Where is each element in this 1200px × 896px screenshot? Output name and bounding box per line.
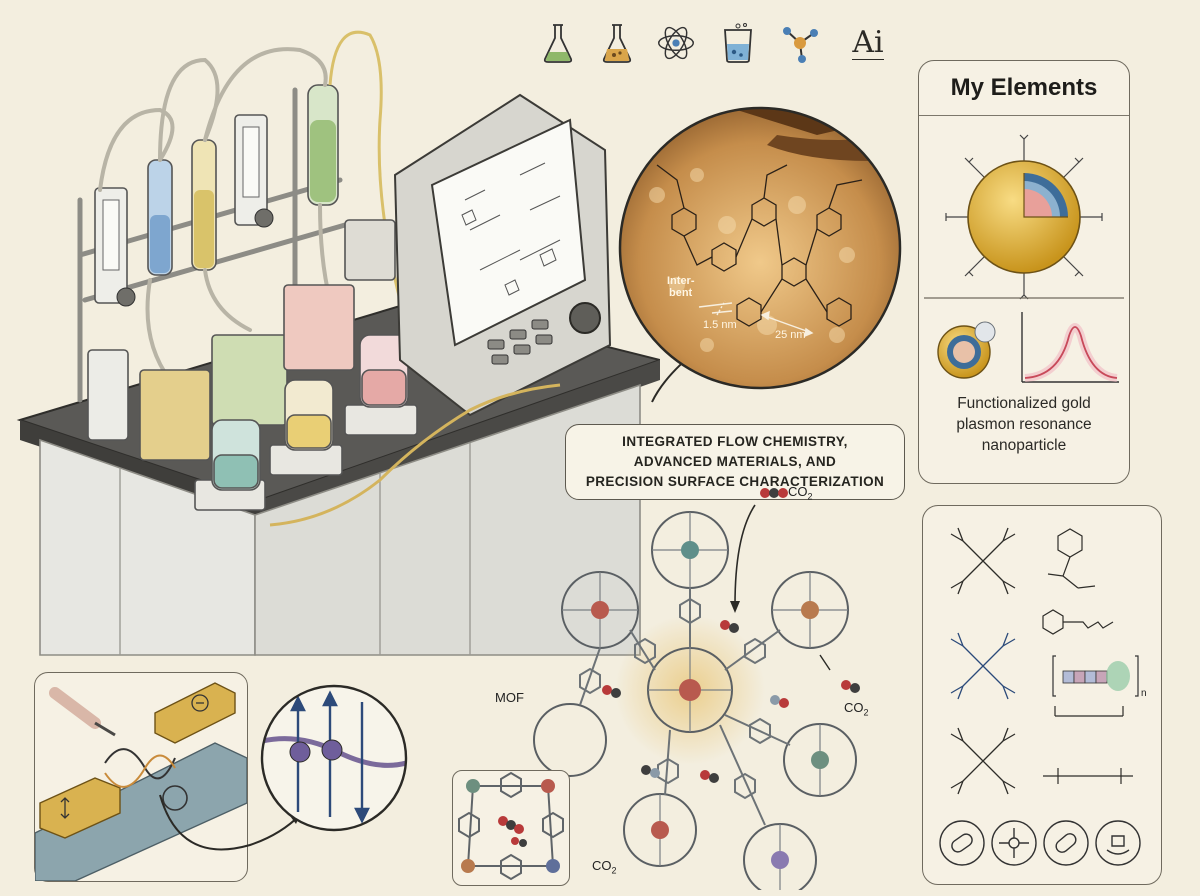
dimension-large-label: 25 nm	[775, 329, 806, 341]
nanoparticle-caption-line-1: Functionalized gold	[957, 395, 1091, 412]
surface-zoom-circle: Inter- bent 1.5 nm 25 nm	[617, 105, 903, 391]
dendrimer-structures	[950, 527, 1139, 795]
caption-line-1: INTEGRATED FLOW CHEMISTRY,	[622, 434, 848, 449]
dimension-small-label: 1.5 nm	[703, 319, 737, 331]
co2-label-right: CO2	[844, 700, 869, 718]
polymer-dendrimer-panel: n	[922, 505, 1162, 885]
ai-icon[interactable]: Ai	[846, 20, 890, 66]
molecular-electronics-panel	[34, 672, 248, 882]
dendrimer-3	[950, 727, 1016, 795]
caption-line-3: PRECISION SURFACE CHARACTERIZATION	[585, 474, 885, 489]
integrated-chemistry-caption: INTEGRATED FLOW CHEMISTRY, ADVANCED MATE…	[565, 424, 905, 500]
flask-icon[interactable]	[538, 20, 578, 66]
my-elements-panel: My Elements	[918, 60, 1130, 484]
beaker-icon[interactable]	[597, 20, 637, 66]
network-icon	[991, 820, 1037, 866]
molecule-icon[interactable]	[780, 20, 820, 66]
co2-label-bottom: CO2	[592, 858, 617, 876]
mof-label: MOF	[495, 690, 524, 705]
nanoparticle-caption-line-3: nanoparticle	[981, 437, 1067, 454]
nanoparticle-caption-line-2: plasmon resonance	[956, 416, 1092, 433]
polymer-blocks	[1052, 655, 1139, 697]
nanoparticle-caption: Functionalized gold plasmon resonance na…	[919, 393, 1129, 456]
capsule-icon	[939, 820, 985, 866]
polymer-subscript-n: n	[1141, 688, 1147, 699]
hands-icon	[1095, 820, 1141, 866]
bent-label: bent	[669, 287, 693, 299]
inter-label: Inter-	[667, 275, 695, 287]
caption-line-2: ADVANCED MATERIALS, AND	[633, 454, 837, 469]
lab-beaker-icon[interactable]	[718, 20, 758, 66]
spin-qubit-circle	[260, 684, 408, 832]
polymer-structures	[1042, 528, 1133, 784]
atom-icon[interactable]	[656, 20, 696, 66]
pill-icon	[1043, 820, 1089, 866]
application-icons	[939, 820, 1141, 866]
flow-chemistry-apparatus	[16, 30, 660, 656]
gold-nanoparticle-illustration	[924, 134, 1124, 300]
my-elements-title: My Elements	[919, 61, 1129, 116]
dendrimer-1	[950, 527, 1016, 595]
dendrimer-2	[950, 632, 1016, 700]
mof-framework	[533, 488, 860, 890]
ai-label: Ai	[852, 24, 884, 60]
co2-label-top: CO2	[788, 484, 813, 502]
mof-pore-inset	[452, 770, 570, 886]
plasmon-spectrum-illustration	[937, 312, 1119, 383]
co2-molecules	[602, 488, 860, 783]
